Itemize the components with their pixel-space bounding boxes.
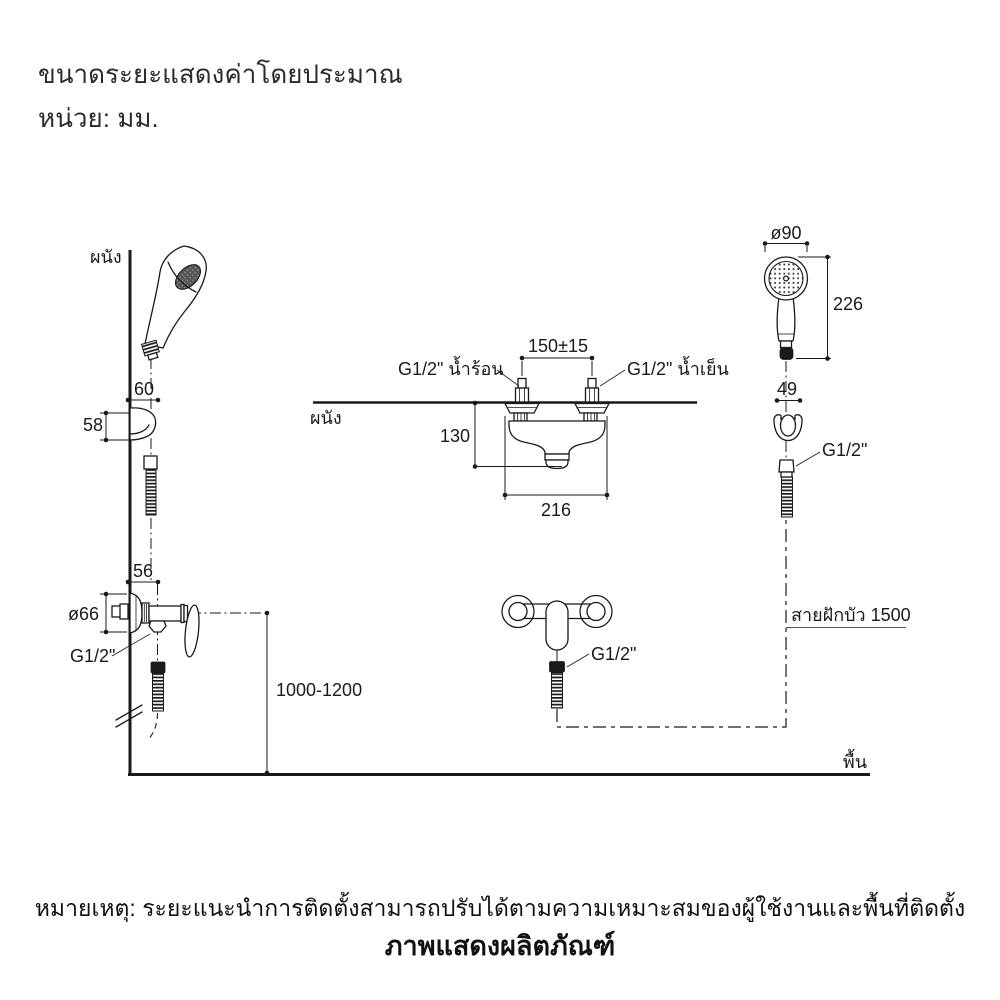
svg-text:สายฝักบัว 1500: สายฝักบัว 1500 bbox=[791, 605, 911, 625]
dim-hook-offset: 60 bbox=[125, 379, 161, 403]
cold-inlet-fitting bbox=[584, 377, 600, 403]
outlet-thread-front bbox=[551, 672, 563, 709]
product-caption: ภาพแสดงผลิตภัณฑ์ bbox=[384, 931, 616, 961]
handshower-side bbox=[140, 245, 207, 361]
spray-face-side bbox=[174, 264, 202, 290]
svg-text:ø66: ø66 bbox=[68, 604, 99, 624]
cold-inlet-label: G1/2" น้ำเย็น bbox=[599, 356, 729, 387]
header-unit: หน่วย: มม. bbox=[38, 103, 159, 133]
valve-lever-side bbox=[184, 604, 200, 658]
dim-escutcheon-dia: ø66 bbox=[68, 591, 127, 635]
svg-text:226: 226 bbox=[833, 294, 863, 314]
svg-text:56: 56 bbox=[133, 561, 153, 581]
front-view-valve: G1/2" bbox=[501, 519, 787, 728]
svg-text:130: 130 bbox=[440, 426, 470, 446]
break-mark bbox=[115, 704, 143, 721]
valve-body-top bbox=[503, 402, 611, 470]
svg-text:G1/2" น้ำร้อน: G1/2" น้ำร้อน bbox=[398, 356, 504, 379]
outlet-label-front: G1/2" bbox=[566, 644, 636, 668]
floor: พื้น bbox=[128, 749, 870, 776]
dim-handshower-length: 226 bbox=[796, 254, 863, 361]
svg-text:G1/2": G1/2" bbox=[591, 644, 636, 664]
dim-valve-offset: 56 bbox=[125, 561, 161, 585]
handshower-handle-front bbox=[776, 296, 796, 342]
svg-text:G1/2": G1/2" bbox=[70, 646, 115, 666]
installation-note: หมายเหตุ: ระยะแนะนำการติดตั้งสามารถปรับไ… bbox=[34, 895, 966, 921]
top-view-valve: ผนัง bbox=[310, 336, 729, 520]
svg-text:150±15: 150±15 bbox=[528, 336, 588, 356]
wall-label-top: ผนัง bbox=[310, 408, 342, 428]
handshower-nozzle bbox=[140, 339, 160, 361]
svg-text:216: 216 bbox=[541, 500, 571, 520]
side-view-assembly: ผนัง 60 bbox=[68, 245, 362, 776]
shower-hose-path bbox=[556, 519, 787, 728]
dim-valve-depth: 130 bbox=[440, 400, 562, 469]
spout-ring bbox=[544, 453, 570, 461]
wall-label-side: ผนัง bbox=[90, 247, 122, 267]
valve-body-front bbox=[545, 600, 569, 651]
hose-length-label: สายฝักบัว 1500 bbox=[786, 605, 911, 628]
handle-end-nut bbox=[779, 347, 794, 360]
svg-text:G1/2": G1/2" bbox=[822, 440, 867, 460]
hot-inlet-label: G1/2" น้ำร้อน bbox=[398, 356, 520, 387]
outlet-nut-front bbox=[549, 661, 565, 673]
hose-connector-front bbox=[778, 459, 795, 518]
shower-valve-side bbox=[111, 592, 200, 741]
dim-bracket-width: 49 bbox=[774, 379, 803, 403]
dim-bracket-height: 58 bbox=[83, 410, 129, 443]
svg-text:49: 49 bbox=[777, 379, 797, 399]
spout-cap bbox=[545, 459, 569, 470]
valve-outlet-side bbox=[148, 620, 167, 633]
dim-inlet-spacing: 150±15 bbox=[519, 336, 595, 376]
wall-bracket-side bbox=[129, 407, 157, 441]
svg-text:G1/2" น้ำเย็น: G1/2" น้ำเย็น bbox=[627, 356, 729, 379]
break-mark bbox=[115, 711, 143, 728]
hose-connection-label: G1/2" bbox=[795, 440, 867, 467]
drawing-header: ขนาดระยะแสดงค่าโดยประมาณ หน่วย: มม. bbox=[38, 52, 403, 140]
floor-label: พื้น bbox=[843, 749, 867, 772]
dim-head-dia: ø90 bbox=[762, 223, 810, 252]
wall-bracket-front bbox=[773, 414, 803, 442]
hose-connector-side bbox=[143, 455, 158, 516]
svg-text:60: 60 bbox=[134, 379, 154, 399]
dim-install-height: 1000-1200 bbox=[264, 610, 362, 776]
svg-text:58: 58 bbox=[83, 415, 103, 435]
hot-inlet-fitting bbox=[514, 377, 530, 403]
svg-text:ø90: ø90 bbox=[770, 223, 801, 243]
dim-valve-width: 216 bbox=[502, 416, 610, 520]
svg-text:1000-1200: 1000-1200 bbox=[276, 680, 362, 700]
front-view-handshower: ø90 226 49 bbox=[762, 223, 911, 628]
outlet-label-side: G1/2" bbox=[70, 633, 151, 666]
header-title: ขนาดระยะแสดงค่าโดยประมาณ bbox=[38, 59, 403, 89]
